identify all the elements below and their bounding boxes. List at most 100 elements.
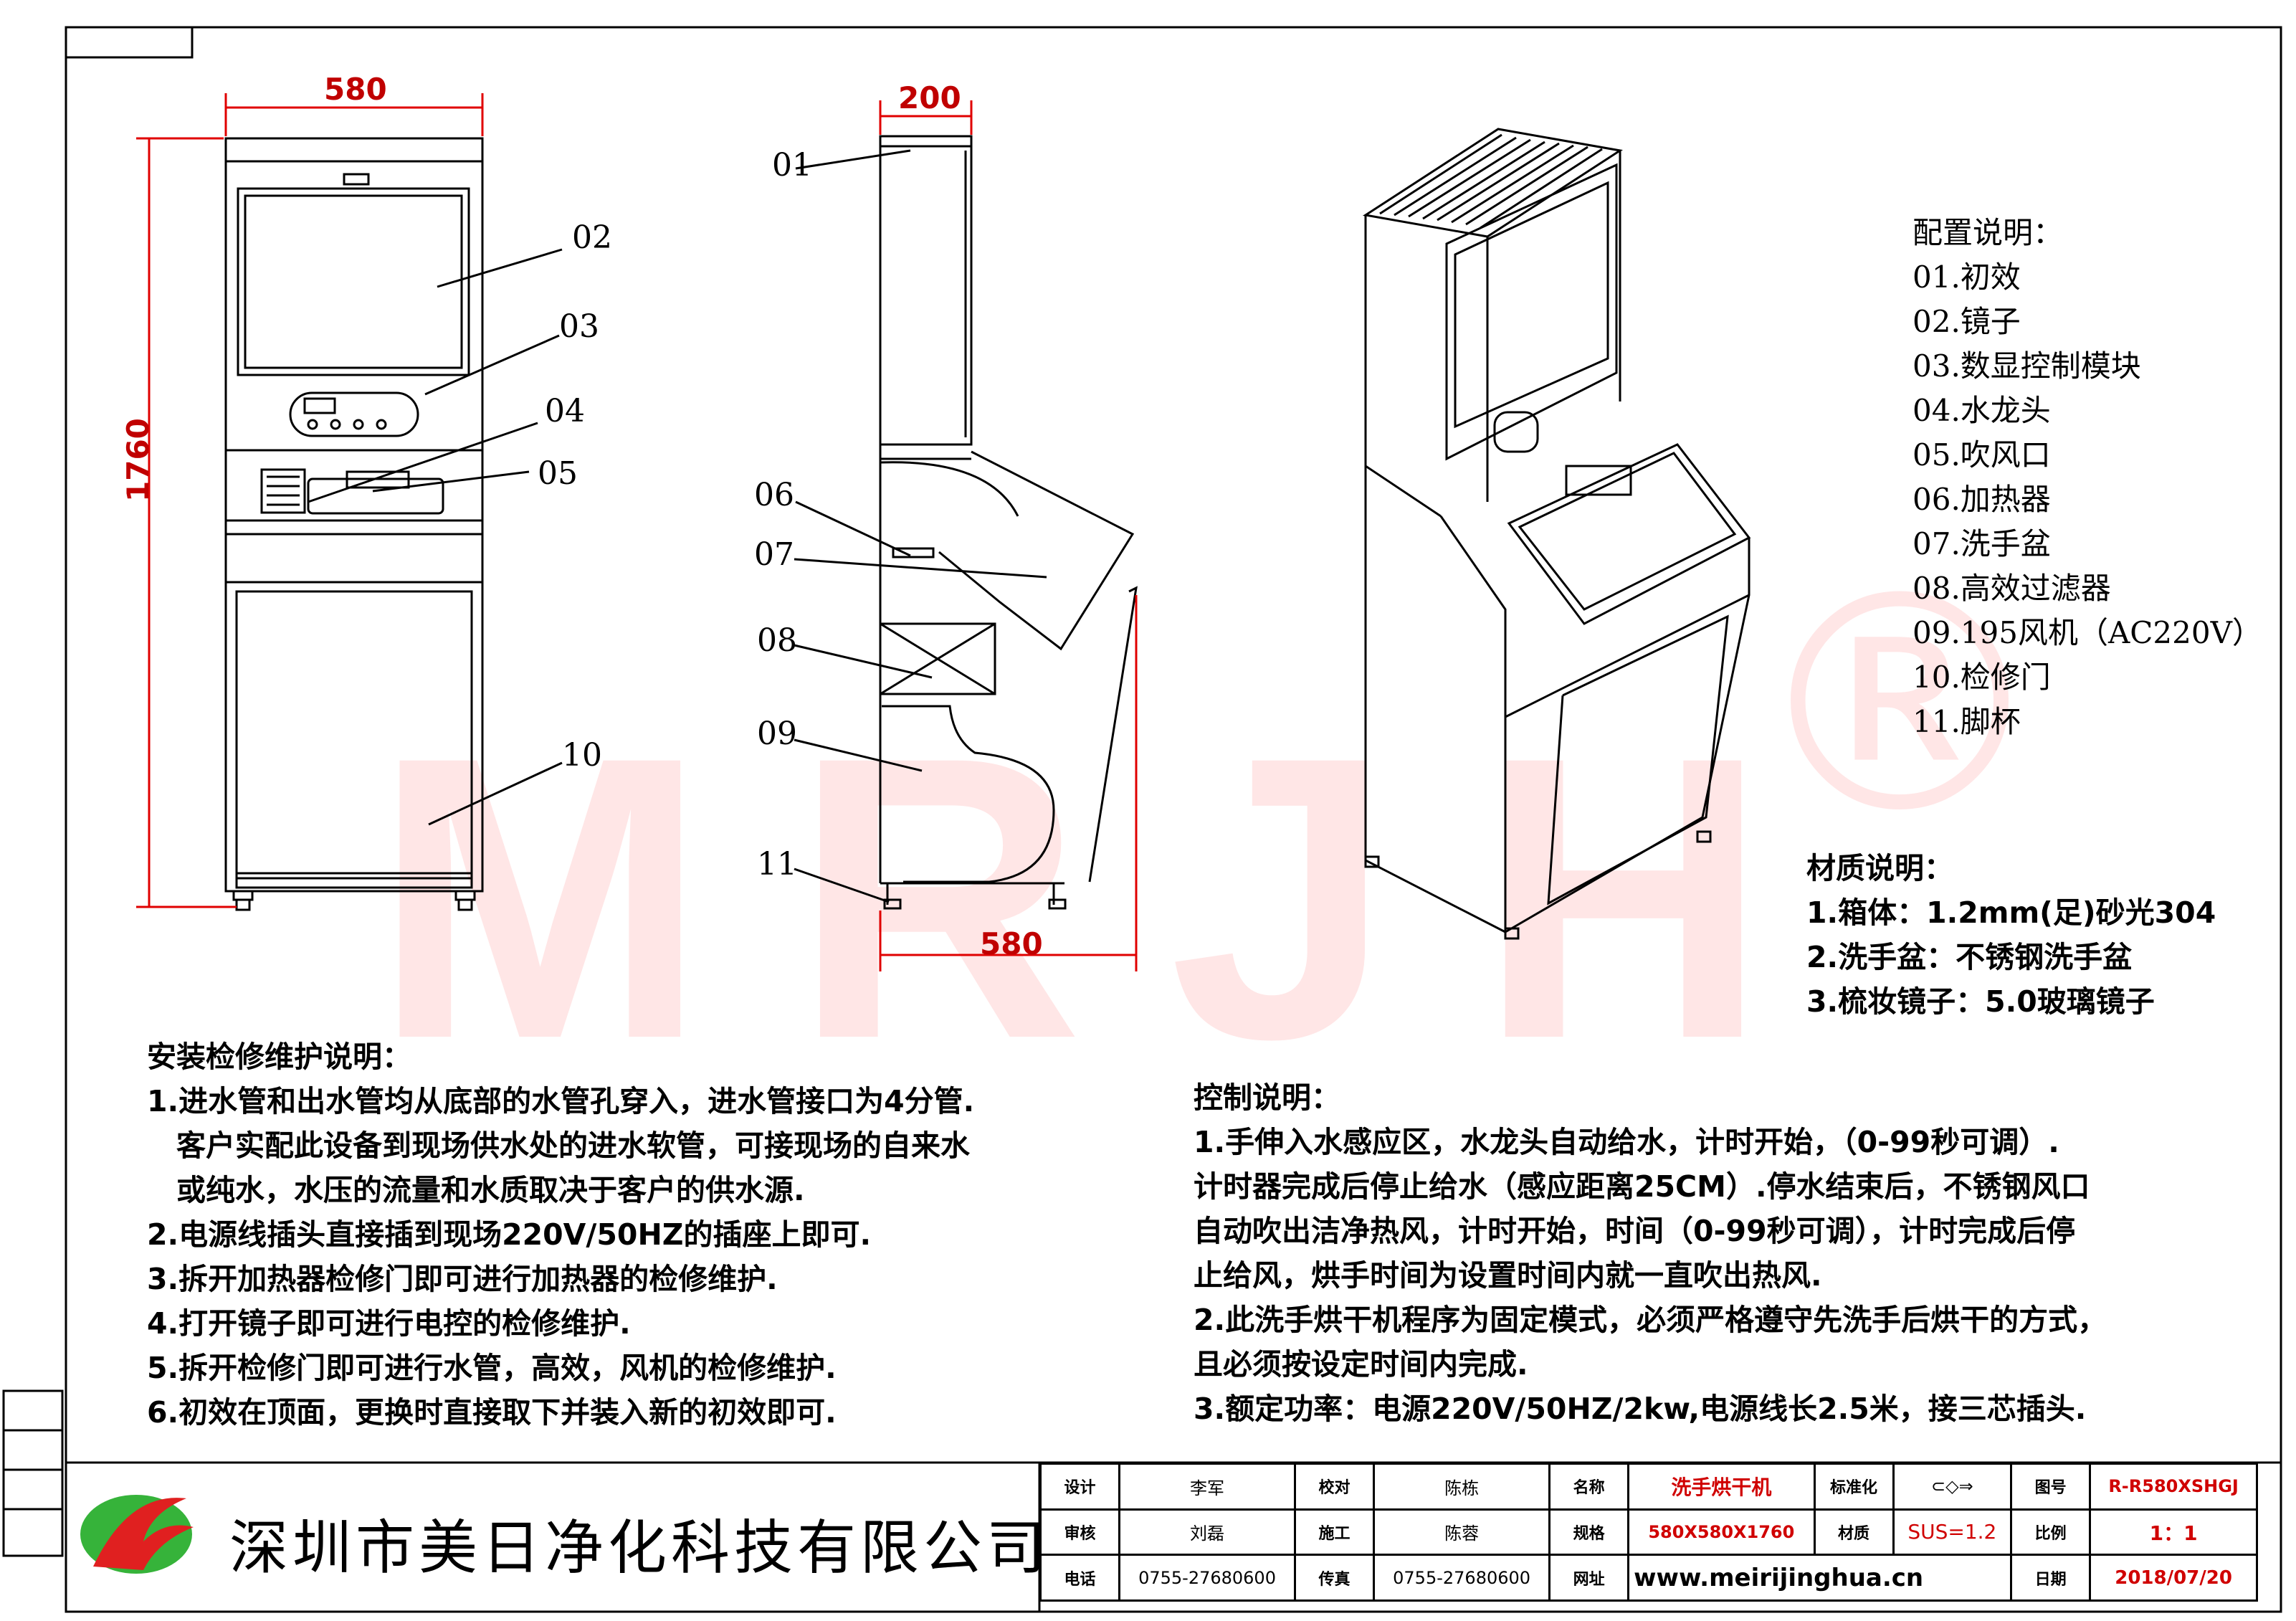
tb-product-name: 洗手烘干机 [1627,1463,1816,1511]
tb-standard: ⊂◇⇒ [1892,1463,2013,1511]
drawing-frame [65,26,2282,1613]
iso-mirror [1445,163,1618,461]
callout-02: 02 [572,219,612,256]
dimension-side-depth-bottom: 580 [980,926,1043,961]
install-instructions: 安装检修维护说明： 1.进水管和出水管均从底部的水管孔穿入，进水管接口为4分管.… [147,1035,974,1435]
config-item: 10.检修门 [1912,660,2051,695]
tb-drawing-number: R-R580XSHGJ [2089,1463,2258,1511]
tb-reviewer: 刘磊 [1118,1508,1297,1556]
watermark-registered-mark: ® [1749,531,2050,881]
callout-04: 04 [545,393,585,429]
watermark: MRJH [373,673,1854,1122]
control-line: 止给风，烘手时间为设置时间内就一直吹出热风. [1194,1258,1822,1293]
tb-label: 日期 [2010,1554,2092,1602]
tb-scale: 1：1 [2089,1508,2258,1556]
config-item: 04.水龙头 [1912,393,2051,428]
title-block-row: 电话 0755-27680600 传真 0755-27680600 网址 www… [1039,1554,2258,1602]
title-block: 设计 李军 校对 陈栋 名称 洗手烘干机 标准化 ⊂◇⇒ 图号 R-R580XS… [1039,1463,2258,1602]
install-line: 或纯水，水压的流量和水质取决于客户的供水源. [147,1173,805,1207]
front-view [224,137,563,911]
tb-label: 网址 [1548,1554,1630,1602]
install-line: 3.拆开加热器检修门即可进行加热器的检修维护. [147,1262,778,1296]
config-item: 02.镜子 [1912,304,2021,339]
tb-designer: 李军 [1118,1463,1297,1511]
dimension-side-depth-top: 200 [898,80,961,115]
side-hepa-filter [879,622,996,695]
dimension-front-width: 580 [324,72,387,107]
tb-date: 2018/07/20 [2089,1554,2258,1602]
config-item: 06.加热器 [1912,482,2051,517]
callout-08: 08 [757,622,797,659]
control-title: 控制说明： [1194,1080,1340,1115]
callout-11: 11 [757,846,797,883]
side-fan [882,705,1055,883]
tb-label: 比例 [2010,1508,2092,1556]
config-item: 05.吹风口 [1912,437,2051,472]
front-faucet [346,470,410,489]
tb-label: 图号 [2010,1463,2092,1511]
company-name: 深圳市美日净化科技有限公司 [229,1514,1050,1582]
tb-constructor: 陈蓉 [1373,1508,1551,1556]
callout-06: 06 [754,477,794,513]
control-line: 2.此洗手烘干机程序为固定模式，必须严格遵守先洗手后烘干的方式， [1194,1303,2107,1337]
install-line: 1.进水管和出水管均从底部的水管孔穿入，进水管接口为4分管. [147,1084,975,1118]
standard-mark-icon: ⊂◇⇒ [1931,1476,1973,1497]
control-line: 自动吹出洁净热风，计时开始，时间（0-99秒可调），计时完成后停 [1194,1214,2076,1248]
tb-label: 规格 [1548,1508,1630,1556]
tb-label: 名称 [1548,1463,1630,1511]
front-dimension-lines [136,93,484,908]
front-control-module [289,391,419,437]
material-title: 材质说明： [1806,851,1953,885]
side-dimension-lines [879,100,1138,971]
tb-material: SUS=1.2 [1892,1508,2013,1556]
tb-label: 材质 [1813,1508,1895,1556]
install-line: 2.电源线插头直接插到现场220V/50HZ的插座上即可. [147,1217,872,1252]
install-line: 6.初效在顶面，更换时直接取下并装入新的初效即可. [147,1395,837,1430]
front-mirror [237,187,470,376]
control-instructions: 控制说明： 1.手伸入水感应区，水龙头自动给水，计时开始，（0-99秒可调）. … [1194,1075,2107,1431]
tb-website: www.meirijinghua.cn [1627,1554,2013,1602]
iso-service-door [1547,614,1729,905]
iso-control-module [1493,411,1539,453]
control-line: 计时器完成后停止给水（感应距离25CM）.停水结束后，不锈钢风口 [1194,1169,2090,1204]
material-list: 材质说明： 1.箱体：1.2mm(足)砂光304 2.洗手盆：不锈钢洗手盆 3.… [1806,846,2216,1024]
material-item: 1.箱体：1.2mm(足)砂光304 [1806,895,2216,930]
config-item: 03.数显控制模块 [1912,348,2141,384]
control-line: 3.额定功率：电源220V/50HZ/2kw,电源线长2.5米，接三芯插头. [1194,1392,2087,1426]
frame-tab [65,26,194,59]
callout-05: 05 [538,455,578,492]
install-line: 5.拆开检修门即可进行水管，高效，风机的检修维护. [147,1351,837,1385]
front-service-door [235,590,473,880]
tb-label: 校对 [1294,1463,1376,1511]
callout-03: 03 [559,308,599,345]
title-block-row: 审核 刘磊 施工 陈蓉 规格 580X580X1760 材质 SUS=1.2 比… [1039,1508,2258,1556]
callout-07: 07 [754,536,794,573]
left-stamp-strip [2,1389,64,1557]
material-item: 2.洗手盆：不锈钢洗手盆 [1806,940,2133,974]
config-item: 09.195风机（AC220V） [1912,615,2262,650]
side-view [794,135,1138,910]
tb-phone: 0755-27680600 [1118,1554,1297,1602]
config-item: 01.初效 [1912,260,2021,295]
tb-label: 施工 [1294,1508,1376,1556]
front-display [343,173,370,186]
config-list: 配置说明： 01.初效 02.镜子 03.数显控制模块 04.水龙头 05.吹风… [1912,211,2262,744]
iso-wash-basin [1507,443,1751,625]
tb-label: 传真 [1294,1554,1376,1602]
company-logo-icon [80,1495,194,1574]
install-line: 4.打开镜子即可进行电控的检修维护. [147,1306,631,1341]
front-vent-grille [260,468,306,514]
tb-label: 标准化 [1813,1463,1895,1511]
callout-01: 01 [772,147,812,184]
config-title: 配置说明： [1912,215,2064,250]
dimension-height: 1760 [120,418,156,502]
config-item: 11.脚杯 [1912,704,2021,739]
install-title: 安装检修维护说明： [147,1040,411,1074]
control-line: 1.手伸入水感应区，水龙头自动给水，计时开始，（0-99秒可调）. [1194,1125,2059,1159]
control-line: 且必须按设定时间内完成. [1194,1347,1528,1382]
tb-fax: 0755-27680600 [1373,1554,1551,1602]
tb-specification: 580X580X1760 [1627,1508,1816,1556]
title-block-row: 设计 李军 校对 陈栋 名称 洗手烘干机 标准化 ⊂◇⇒ 图号 R-R580XS… [1039,1463,2258,1511]
config-item: 08.高效过滤器 [1912,571,2111,606]
callout-09: 09 [757,716,797,752]
